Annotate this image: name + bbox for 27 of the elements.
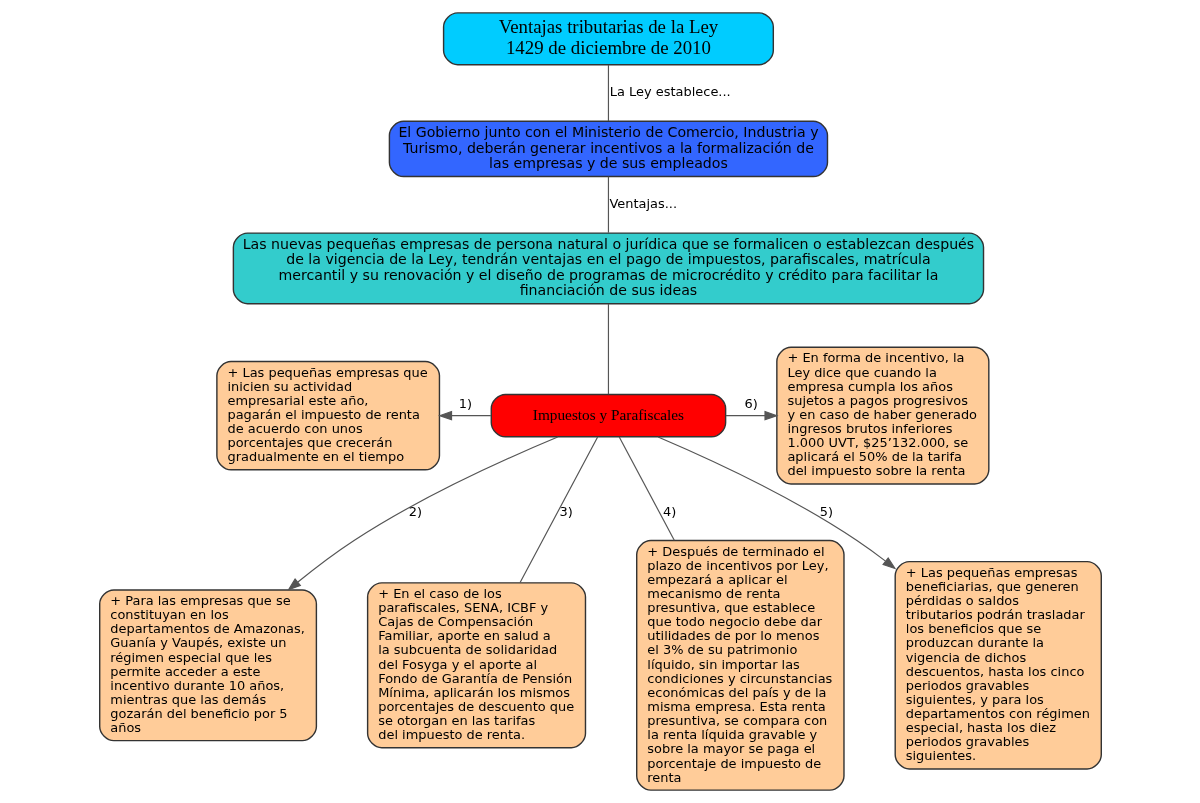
node-box: Las nuevas pequeñas empresas de persona natural o jurídica que se formalicen o establezcan después de la vigencia de la Ley, tendrán ventajas en el pago de impuestos, parafiscales, matrícula mercantil y su renovación y el diseño de programas de microcrédito y crédito para facilitar la financiación de sus ideas bbox=[232, 232, 984, 305]
arrow bbox=[286, 436, 558, 591]
node-box: + Las pequeñas empresas que inicien su actividad empresarial este año, pagarán el impuesto de renta de acuerdo con unos porcentajes que crecerán gradualmente en el tiempo bbox=[215, 360, 440, 471]
node-box: Ventajas tributarias de la Ley 1429 de diciembre de 2010 bbox=[442, 12, 774, 66]
node-box: + Las pequeñas empresas beneficiarias, que generen pérdidas o saldos tributarios podrán trasladar los beneficios que se produzcan durante la vigencia de dichos descuentos, hasta los cinco periodos gravables siguientes, y para los departamentos con régimen especial, hasta los diez periodos gravables siguientes. bbox=[894, 560, 1102, 770]
node-box: + En forma de incentivo, la Ley dice que cuando la empresa cumpla los años sujetos a pagos progresivos y en caso de haber generado ingresos brutos inferiores 1.000 UVT, $25’132.000, se aplicará el 50% de la tarifa del impuesto sobre la renta bbox=[775, 346, 990, 485]
edge-label: 1) bbox=[458, 396, 472, 412]
node-box: + Para las empresas que se constituyan en los departamentos de Amazonas, Guanía y Vaupés, existe un régimen especial que les permite acceder a este incentivo durante 10 años, mientras que las demás gozarán del beneficio por 5 años bbox=[98, 589, 317, 742]
connector bbox=[607, 176, 609, 234]
edge-label: 3) bbox=[558, 503, 573, 519]
connector bbox=[607, 64, 609, 122]
edge-label: Ventajas... bbox=[608, 196, 677, 212]
connector bbox=[519, 436, 598, 584]
connector bbox=[607, 303, 609, 395]
edge-label: 5) bbox=[819, 503, 833, 519]
connector bbox=[618, 436, 675, 541]
node-box: + Después de terminado el plazo de incentivos por Ley, empezará a aplicar el mecanismo de renta presuntiva, que establece que todo negocio debe dar utilidades de por lo menos el 3% de su patrimonio líquido, sin importar las condiciones y circunstancias económicas del país y de la misma empresa. Esta renta presuntiva, se compara con la renta líquida gravable y sobre la mayor se paga el porcentaje de impuesto de renta bbox=[635, 539, 845, 791]
arrow bbox=[657, 436, 896, 570]
node-box: Impuestos y Parafiscales bbox=[490, 393, 726, 438]
arrow bbox=[724, 410, 779, 421]
edge-label: La Ley establece... bbox=[609, 84, 731, 100]
edge-label: 6) bbox=[744, 396, 758, 412]
node-box: El Gobierno junto con el Ministerio de Comercio, Industria y Turismo, deberán generar incentivos a la formalización de las empresas y de sus empleados bbox=[388, 120, 828, 178]
arrow bbox=[437, 410, 491, 421]
node-box: + En el caso de los parafiscales, SENA, ICBF y Cajas de Compensación Familiar, aporte en salud a la subcuenta de solidaridad del Fosyga y el aporte al Fondo de Garantía de Pensión Mínima, aplicarán los mismos porcentajes de descuento que se otorgan en las tarifas del impuesto de renta. bbox=[366, 582, 586, 749]
edge-label: 4) bbox=[662, 503, 676, 519]
edge-label: 2) bbox=[408, 503, 422, 519]
